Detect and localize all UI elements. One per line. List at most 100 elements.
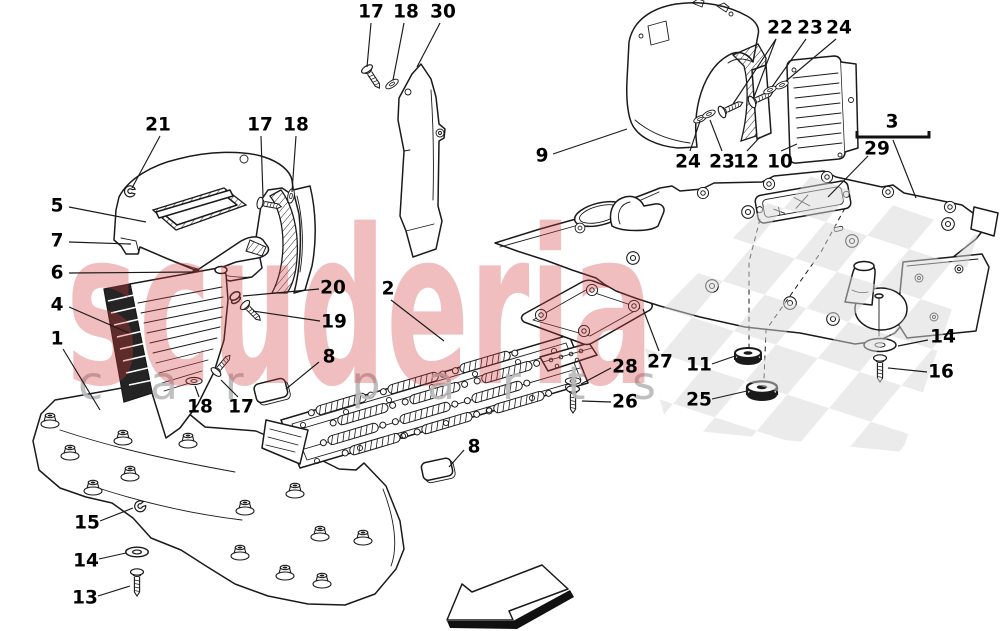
- leader-line-22: [732, 38, 777, 105]
- callout-24-10: 24: [675, 152, 701, 173]
- callout-25-32: 25: [686, 390, 712, 411]
- leader-line-29: [827, 155, 869, 198]
- pad-8-right: [420, 457, 456, 484]
- callout-2-23: 2: [382, 279, 395, 300]
- part-louvre-10: [786, 55, 859, 164]
- leader-line-11: [711, 355, 736, 365]
- screw-22-left: [716, 96, 746, 120]
- screw-26: [565, 385, 581, 414]
- leader-line-17: [220, 379, 239, 398]
- part-louvre-vent: [103, 265, 309, 465]
- callout-18-25: 18: [187, 397, 213, 418]
- leader-line-24: [689, 120, 701, 152]
- callout-23-7: 23: [797, 18, 823, 39]
- leader-line-13: [97, 585, 131, 597]
- callout-12-12: 12: [733, 152, 759, 173]
- callout-19-22: 19: [321, 312, 347, 333]
- screw-16: [872, 354, 888, 383]
- washer-18-top: [383, 76, 401, 92]
- leader-line-3: [892, 139, 917, 199]
- leader-line-18: [194, 385, 200, 398]
- part-strip-12: [751, 64, 772, 140]
- leader-line-30: [416, 22, 441, 68]
- leader-line-19: [252, 310, 321, 322]
- leader-line-9: [552, 128, 628, 155]
- callout-17-4: 17: [247, 115, 273, 136]
- callout-8-27: 8: [468, 437, 481, 458]
- pad-8-left: [253, 377, 291, 406]
- washer-18-vent: [185, 376, 203, 386]
- washer-23-left: [701, 107, 717, 121]
- leader-line-16: [887, 367, 928, 373]
- part-wheelhouse-right: [626, 0, 859, 164]
- callout-29-15: 29: [864, 139, 890, 160]
- callout-1-20: 1: [51, 329, 64, 350]
- callout-5-16: 5: [51, 196, 64, 217]
- leader-line-23: [771, 38, 807, 88]
- callout-21-3: 21: [145, 115, 171, 136]
- washer-14-right: [863, 337, 897, 353]
- callout-9-9: 9: [536, 146, 549, 167]
- undertray-corner-bracket: [896, 253, 990, 339]
- callout-3-14: 3: [886, 112, 899, 133]
- nut-20: [229, 290, 242, 305]
- leader-line-7: [68, 241, 132, 245]
- part-flat-panel: [32, 384, 405, 606]
- leader-line-28: [580, 367, 612, 385]
- direction-arrow: [446, 564, 574, 629]
- leader-line-21: [131, 135, 161, 189]
- leader-line-10: [780, 143, 798, 152]
- washer-14-left: [125, 546, 149, 558]
- callout-16-34: 16: [928, 362, 954, 383]
- callout-20-21: 20: [320, 278, 346, 299]
- callout-18-5: 18: [283, 115, 309, 136]
- part-tall-shield: [397, 63, 446, 258]
- bracket-3: [855, 131, 931, 139]
- leader-line-8: [448, 449, 465, 468]
- leader-line-5: [68, 206, 147, 223]
- leader-line-6: [68, 271, 194, 274]
- callout-17-0: 17: [358, 2, 384, 23]
- callout-24-8: 24: [826, 18, 852, 39]
- callout-14-33: 14: [930, 327, 956, 348]
- washer-28: [564, 377, 582, 385]
- callout-23-11: 23: [709, 152, 735, 173]
- callout-10-13: 10: [767, 152, 793, 173]
- grommet-25: [745, 380, 779, 403]
- callout-28-28: 28: [612, 357, 638, 378]
- callout-22-6: 22: [767, 18, 793, 39]
- leader-line-17: [366, 22, 372, 68]
- callout-13-37: 13: [72, 588, 98, 609]
- callout-27-30: 27: [647, 352, 673, 373]
- leader-line-14: [897, 339, 929, 347]
- leader-line-8: [285, 361, 320, 390]
- leader-line-4: [68, 306, 130, 334]
- leader-line-12: [746, 136, 761, 152]
- screw-17-top: [359, 62, 386, 93]
- leader-line-2: [390, 299, 445, 342]
- screw-13: [129, 568, 145, 597]
- leader-line-18: [392, 22, 405, 81]
- callout-18-1: 18: [393, 2, 419, 23]
- callout-17-26: 17: [228, 397, 254, 418]
- leader-line-15: [99, 507, 134, 522]
- artwork: [32, 0, 999, 629]
- callout-30-2: 30: [430, 2, 456, 23]
- bracket-plate-small: [539, 342, 598, 372]
- callout-11-31: 11: [686, 355, 712, 376]
- callout-15-35: 15: [74, 513, 100, 534]
- leader-line-26: [581, 400, 612, 403]
- leader-line-17: [260, 135, 264, 198]
- callout-8-24: 8: [323, 347, 336, 368]
- leader-line-25: [711, 390, 748, 400]
- leader-line-18: [291, 135, 297, 193]
- leader-line-27: [642, 308, 660, 352]
- callout-4-19: 4: [51, 295, 64, 316]
- callout-6-18: 6: [51, 263, 64, 284]
- leader-line-23: [709, 119, 723, 152]
- grommet-11: [734, 347, 762, 366]
- leader-line-22: [753, 38, 777, 98]
